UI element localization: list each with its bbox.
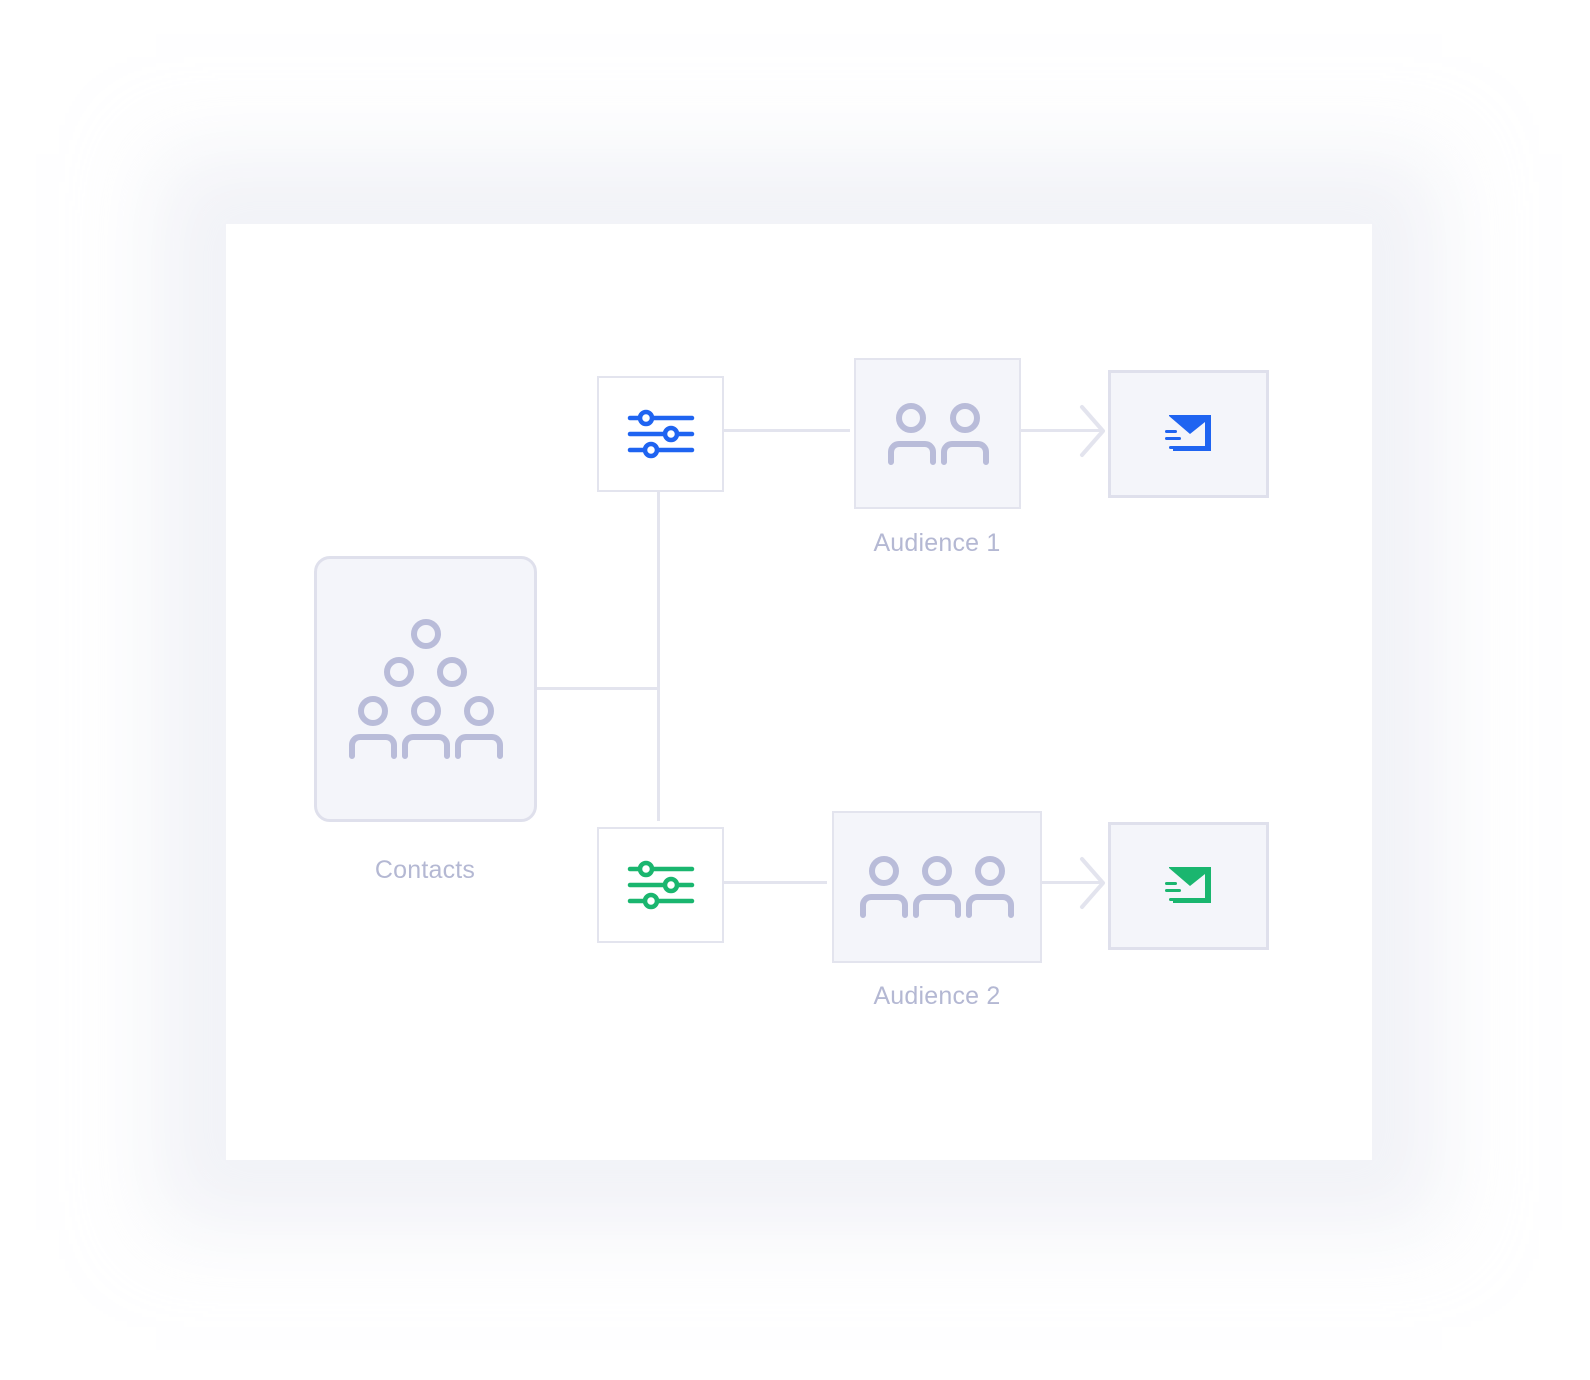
send-node-1[interactable] [1108,370,1269,498]
connector-filter1-to-audience1 [720,429,850,432]
connector-contacts-to-trunk [533,687,659,690]
audience-1-label: Audience 1 [873,529,1001,557]
connector-audience2-to-send2 [1034,881,1102,884]
sliders-filter-icon [627,409,694,459]
arrow-head-2 [1080,857,1105,909]
send-email-icon [1164,415,1211,451]
send-node-2[interactable] [1108,822,1269,950]
group-of-people-icon [348,619,503,759]
filter-node-2[interactable] [597,827,724,943]
contacts-node[interactable] [314,556,537,822]
audience-node-1[interactable] [854,358,1021,509]
connector-audience1-to-send1 [1014,429,1102,432]
connector-filter2-to-audience2 [720,881,827,884]
two-people-icon [887,402,989,465]
filter-node-1[interactable] [597,376,724,492]
contacts-label: Contacts [374,856,476,884]
sliders-filter-icon [627,860,694,910]
three-people-icon [860,856,1014,918]
arrow-head-1 [1080,405,1105,457]
audience-2-label: Audience 2 [873,982,1001,1010]
audience-node-2[interactable] [832,811,1042,963]
send-email-icon [1164,867,1211,903]
connector-trunk-vertical [657,488,660,821]
